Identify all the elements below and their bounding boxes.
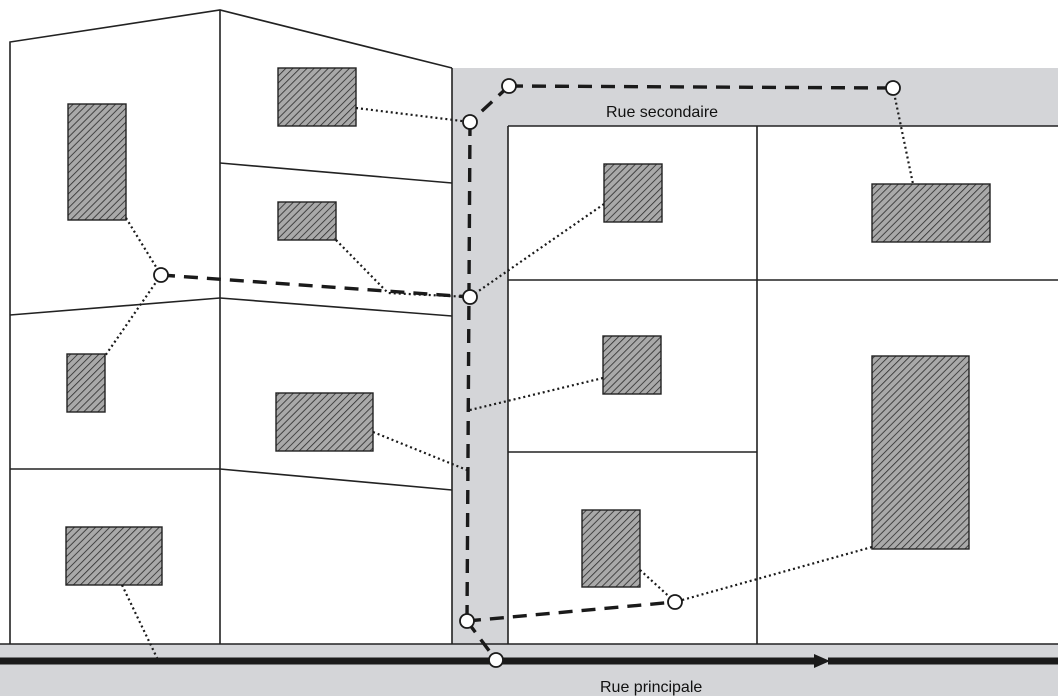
building	[602, 335, 662, 395]
connection-line	[891, 87, 915, 185]
network-line	[508, 84, 894, 90]
connection-line	[121, 584, 159, 661]
connection-line	[372, 430, 468, 472]
parcel-divider	[219, 162, 453, 184]
parcel-divider	[219, 468, 453, 491]
network-line	[465, 121, 472, 622]
network-node	[459, 613, 475, 629]
connection-line	[355, 106, 471, 124]
building	[871, 183, 991, 243]
building	[66, 353, 106, 413]
network-node	[667, 594, 683, 610]
building	[871, 355, 970, 550]
building	[277, 67, 357, 127]
connection-line	[104, 274, 162, 357]
main-pipe-arrow	[814, 654, 830, 668]
parcels	[0, 9, 1058, 645]
parcel-divider	[9, 297, 221, 316]
building	[603, 163, 663, 223]
connection-line	[674, 545, 873, 604]
network-node	[462, 289, 478, 305]
building	[581, 509, 641, 588]
vertical-street-band	[452, 68, 508, 644]
network-line	[468, 84, 511, 124]
building	[65, 526, 163, 586]
network-line	[160, 273, 471, 299]
main-street-band	[0, 644, 1058, 696]
roads	[0, 68, 1058, 696]
main-street-label: Rue principale	[600, 679, 702, 696]
network-node	[501, 78, 517, 94]
building	[67, 103, 127, 221]
buildings	[65, 67, 991, 588]
network-line	[466, 600, 676, 623]
nodes	[153, 78, 901, 668]
building	[277, 201, 337, 241]
service-connections	[104, 87, 915, 661]
parcel-divider	[219, 297, 453, 317]
network-node	[885, 80, 901, 96]
network-node	[153, 267, 169, 283]
network-line	[465, 619, 498, 662]
network-node	[488, 652, 504, 668]
parcel-outline-left	[9, 9, 453, 644]
connection-line	[125, 217, 162, 276]
secondary-street-label: Rue secondaire	[606, 104, 718, 121]
network-lines	[160, 84, 894, 662]
building	[275, 392, 374, 452]
secondary-street-band	[452, 68, 1058, 126]
connection-line	[469, 203, 605, 298]
network-node	[462, 114, 478, 130]
